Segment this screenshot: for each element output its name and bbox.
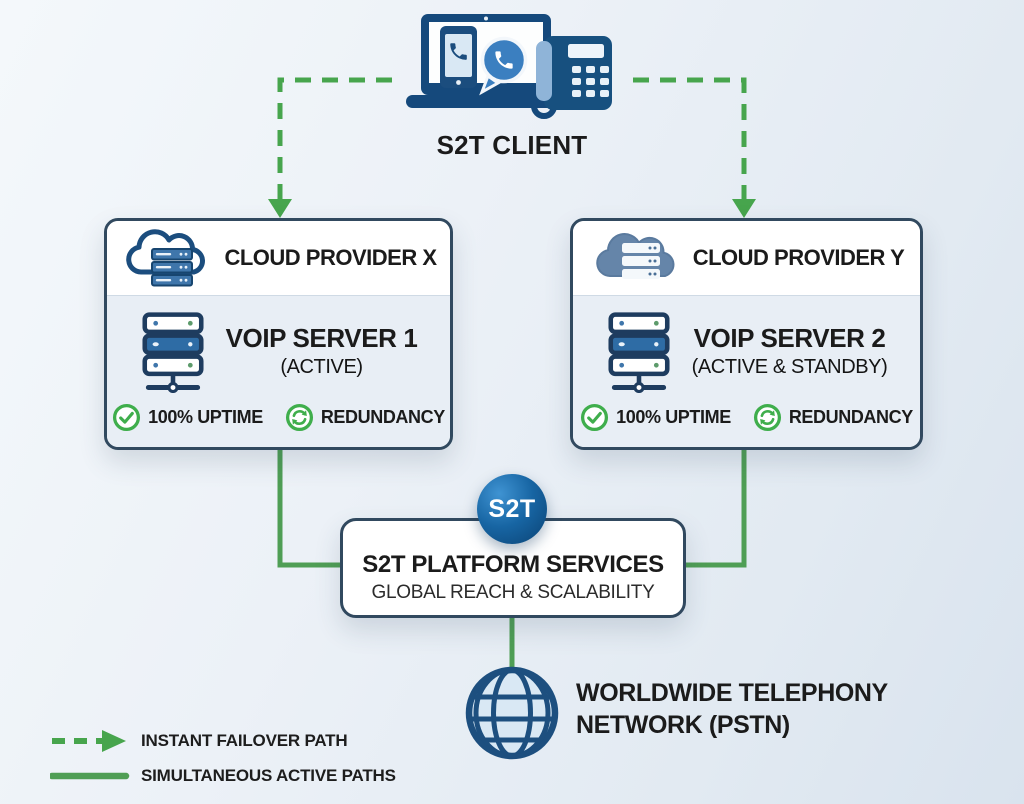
- check-circle-icon: [581, 403, 609, 432]
- server-name: VOIP SERVER 1: [225, 323, 418, 354]
- badge-label: REDUNDANCY: [320, 407, 445, 427]
- platform-services-card: S2T PLATFORM SERVICES GLOBAL REACH & SCA…: [340, 518, 686, 618]
- client-label: S2T CLIENT: [436, 130, 588, 160]
- active-paths: [277, 443, 747, 672]
- legend-item-failover: INSTANT FAILOVER PATH: [50, 727, 396, 754]
- failover-path-left: [277, 77, 392, 200]
- sync-icon: [753, 403, 781, 432]
- legend-item-active: SIMULTANEOUS ACTIVE PATHS: [50, 762, 396, 789]
- arrowhead-left: [268, 199, 292, 218]
- uptime-badge: 100% UPTIME: [580, 403, 731, 432]
- card-body: VOIP SERVER 2 (ACTIVE & STANDBY) 100% UP…: [573, 295, 920, 447]
- provider-title: CLOUD PROVIDER Y: [692, 245, 905, 270]
- desk-phone-icon: [531, 36, 612, 119]
- badge-label: 100% UPTIME: [616, 407, 731, 427]
- server-stack-icon: [142, 311, 204, 393]
- uptime-badge: 100% UPTIME: [112, 403, 263, 432]
- solid-line-sample: [50, 772, 130, 779]
- sync-icon: [285, 403, 313, 432]
- network-label-line2: NETWORK (PSTN): [576, 711, 790, 739]
- card-header: CLOUD PROVIDER X: [107, 221, 450, 295]
- network-label-line1: WORLDWIDE TELEPHONY: [576, 679, 888, 707]
- server-name: VOIP SERVER 2: [693, 323, 886, 354]
- server-stack-icon: [608, 311, 670, 393]
- cloud-provider-x-card: CLOUD PROVIDER X VOIP SERVER 1 (ACTIV: [104, 218, 453, 450]
- s2t-logo: S2T: [477, 474, 547, 544]
- provider-title: CLOUD PROVIDER X: [224, 245, 437, 270]
- badge-label: 100% UPTIME: [148, 407, 263, 427]
- legend-label: SIMULTANEOUS ACTIVE PATHS: [141, 765, 396, 785]
- chat-call-icon: [479, 36, 528, 96]
- legend-label: INSTANT FAILOVER PATH: [141, 730, 348, 750]
- failover-path-right: [633, 77, 747, 200]
- cloud-provider-y-card: CLOUD PROVIDER Y VOIP SERVER 2 (ACTIV: [570, 218, 923, 450]
- server-mode: (ACTIVE & STANDBY): [691, 355, 888, 378]
- legend: INSTANT FAILOVER PATH SIMULTANEOUS ACTIV…: [50, 727, 396, 789]
- server-mode: (ACTIVE): [280, 355, 363, 378]
- globe-icon: [465, 666, 559, 760]
- platform-subtitle: GLOBAL REACH & SCALABILITY: [371, 582, 655, 603]
- card-body: VOIP SERVER 1 (ACTIVE) 100% UPTIME: [107, 295, 450, 447]
- cloud-server-solid-icon: [595, 233, 675, 279]
- card-header: CLOUD PROVIDER Y: [573, 221, 920, 295]
- redundancy-badge: REDUNDANCY: [285, 403, 445, 432]
- arrowhead-right: [732, 199, 756, 218]
- badge-label: REDUNDANCY: [788, 407, 913, 427]
- dashed-arrow-sample: [52, 729, 126, 752]
- platform-title: S2T PLATFORM SERVICES: [362, 551, 664, 578]
- redundancy-badge: REDUNDANCY: [753, 403, 913, 432]
- cloud-server-outline-icon: [126, 229, 206, 287]
- check-circle-icon: [113, 403, 141, 432]
- client-devices-icon: [406, 14, 612, 119]
- smartphone-icon: [440, 26, 477, 88]
- network-label: WORLDWIDE TELEPHONY NETWORK (PSTN): [576, 677, 888, 741]
